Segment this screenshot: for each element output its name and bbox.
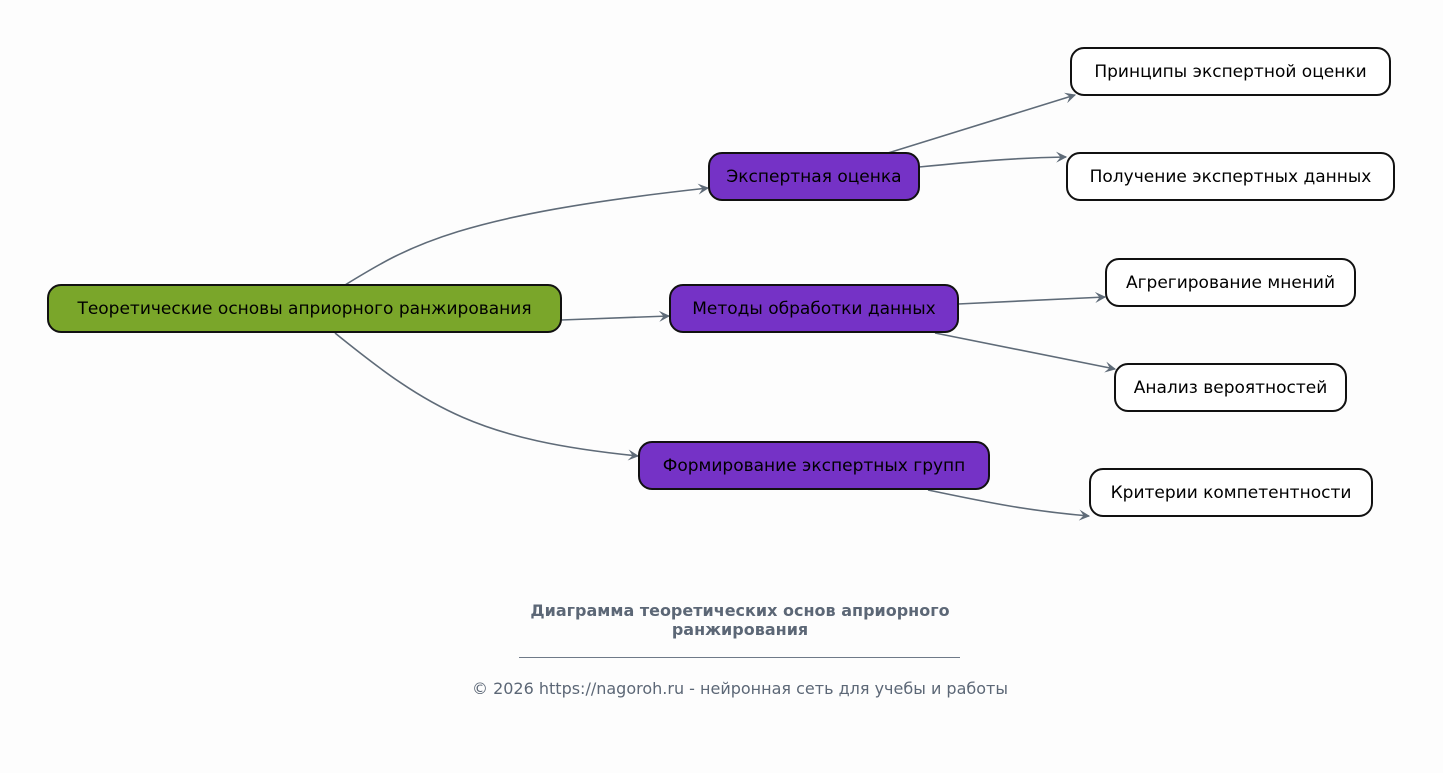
branch-node-expert-assessment[interactable]: Экспертная оценка bbox=[708, 152, 920, 201]
caption-line-1: Диаграмма теоретических основ априорного bbox=[530, 601, 950, 620]
leaf-node-label: Получение экспертных данных bbox=[1089, 166, 1372, 187]
leaf-node-probability-analysis[interactable]: Анализ вероятностей bbox=[1114, 363, 1347, 412]
leaf-node-label: Анализ вероятностей bbox=[1133, 377, 1328, 398]
edge-groups-to-competence bbox=[927, 489, 1091, 521]
edge-expert-to-principles bbox=[887, 92, 1077, 154]
leaf-node-principles[interactable]: Принципы экспертной оценки bbox=[1070, 47, 1391, 96]
caption-divider bbox=[519, 657, 960, 658]
root-node-label: Теоретические основы априорного ранжиров… bbox=[77, 298, 532, 319]
edge-methods-to-aggregation bbox=[957, 291, 1107, 305]
edge-expert-to-obtaining-data bbox=[918, 151, 1068, 168]
edge-root-to-expert-groups bbox=[334, 332, 640, 461]
branch-node-label: Экспертная оценка bbox=[726, 166, 902, 187]
branch-node-label: Методы обработки данных bbox=[692, 298, 936, 319]
leaf-node-aggregation[interactable]: Агрегирование мнений bbox=[1105, 258, 1356, 307]
edge-root-to-data-methods bbox=[560, 310, 671, 322]
caption-line-2: ранжирования bbox=[671, 620, 809, 639]
leaf-node-label: Принципы экспертной оценки bbox=[1094, 61, 1367, 82]
root-node[interactable]: Теоретические основы априорного ранжиров… bbox=[47, 284, 562, 333]
edge-methods-to-probability bbox=[934, 332, 1117, 373]
footer-copyright: © 2026 https://nagoroh.ru - нейронная се… bbox=[471, 679, 1008, 698]
branch-node-data-processing-methods[interactable]: Методы обработки данных bbox=[669, 284, 959, 333]
leaf-node-label: Агрегирование мнений bbox=[1125, 272, 1336, 293]
branch-node-expert-groups[interactable]: Формирование экспертных групп bbox=[638, 441, 990, 490]
leaf-node-obtaining-data[interactable]: Получение экспертных данных bbox=[1066, 152, 1395, 201]
edge-root-to-expert-assessment bbox=[344, 183, 710, 286]
diagram-caption: Диаграмма теоретических основ априорного… bbox=[470, 601, 1010, 639]
leaf-node-competence-criteria[interactable]: Критерии компетентности bbox=[1089, 468, 1373, 517]
branch-node-label: Формирование экспертных групп bbox=[662, 455, 966, 476]
leaf-node-label: Критерии компетентности bbox=[1110, 482, 1352, 503]
